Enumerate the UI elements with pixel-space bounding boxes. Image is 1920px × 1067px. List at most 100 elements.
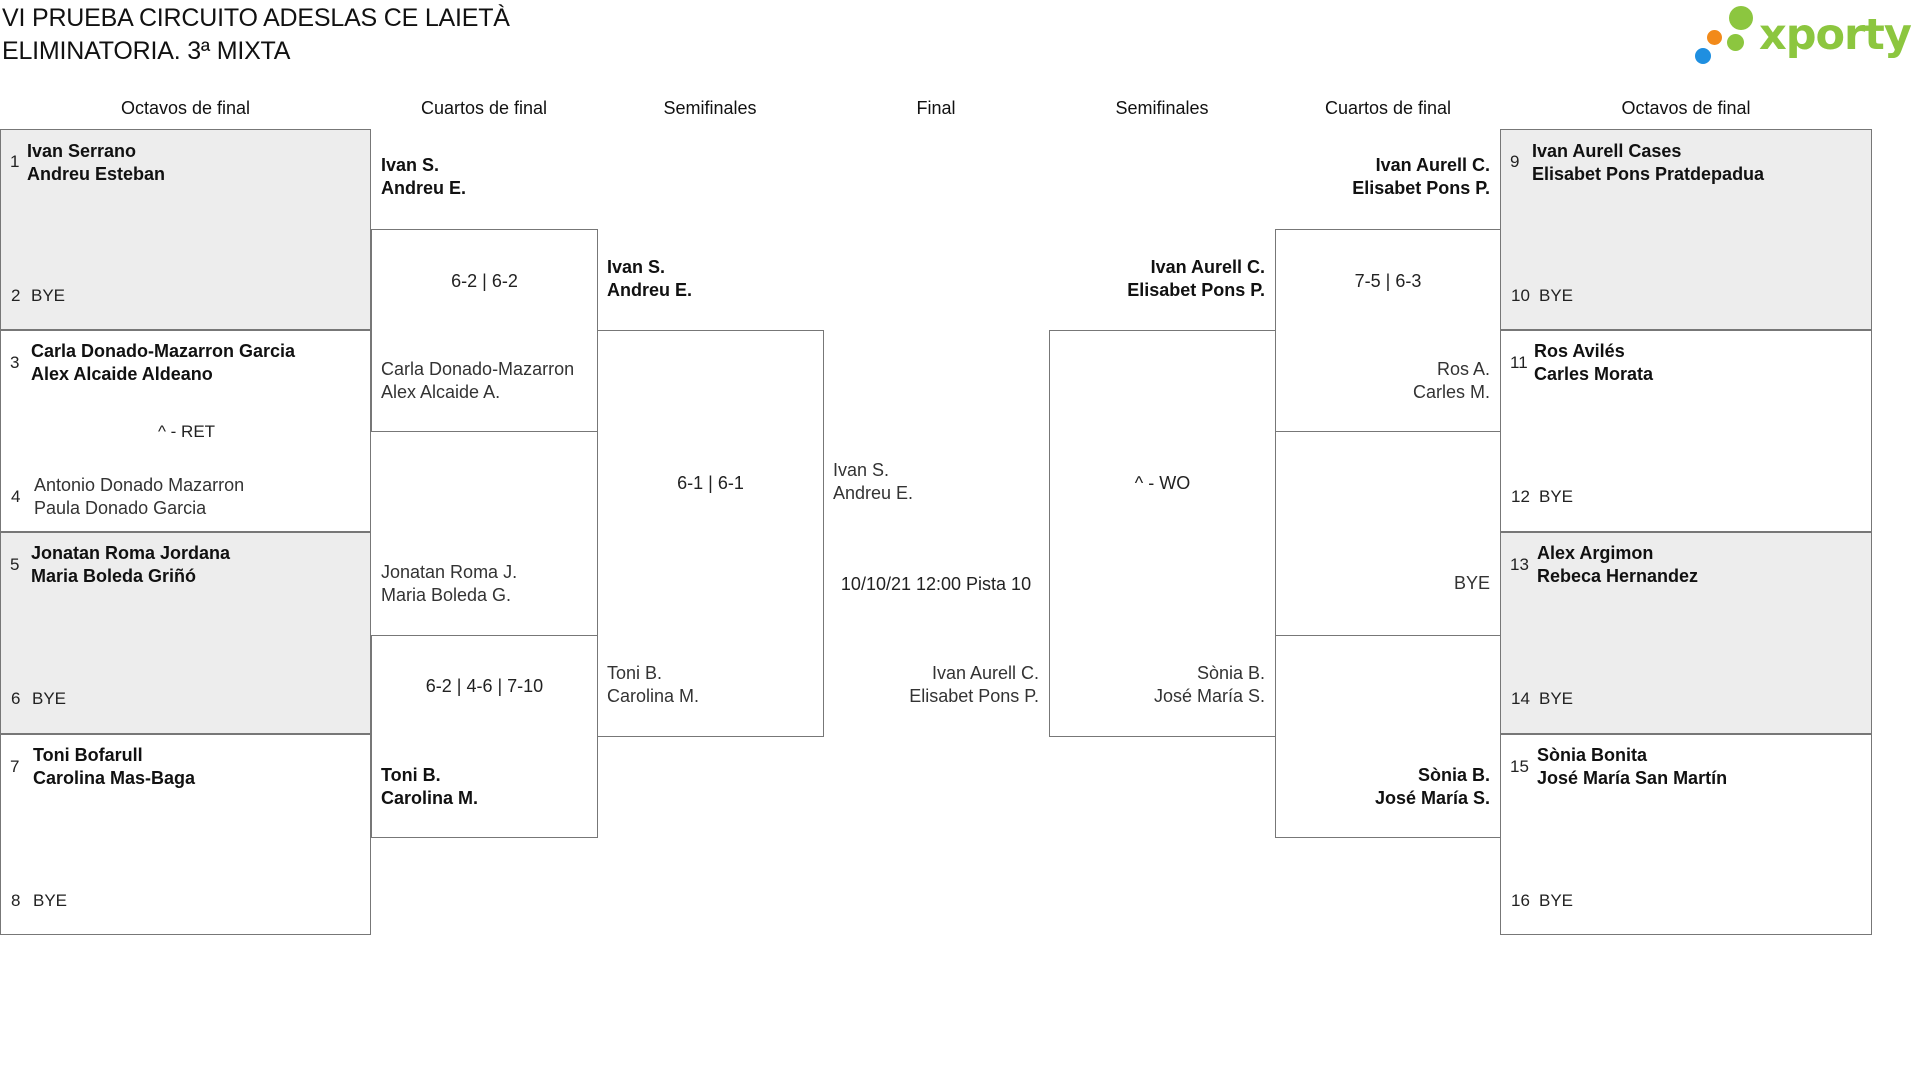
right-sf-team-b-player1: Sònia B. — [1196, 663, 1265, 683]
player-name: Carolina Mas-Baga — [33, 768, 196, 788]
match-score: 6-1 | 6-1 — [677, 473, 744, 493]
player-name: Alex Alcaide Aldeano — [31, 364, 213, 384]
match-score: 7-5 | 6-3 — [1354, 271, 1422, 291]
left-qf2-team-b-player2: Carolina M. — [381, 788, 479, 808]
logo-green-dot-icon — [1729, 6, 1753, 30]
bye-label: BYE — [1539, 286, 1574, 305]
right-qf2-team-b-player2: José María S. — [1374, 788, 1490, 808]
match-result-note: ^ - WO — [1134, 473, 1191, 493]
header-right-quarterfinals: Cuartos de final — [1324, 98, 1452, 118]
match-card-left-r16-2[interactable]: 3 Carla Donado-Mazarron Garcia Alex Alca… — [0, 330, 371, 532]
match-card-right-r16-3[interactable]: 13 Alex Argimon Rebeca Hernandez 14 BYE — [1500, 532, 1872, 734]
match-card-left-r16-4[interactable]: 7 Toni Bofarull Carolina Mas-Baga 8 BYE — [0, 734, 371, 935]
player-name: Ivan Aurell Cases — [1532, 141, 1682, 161]
player-name: José María San Martín — [1537, 768, 1728, 788]
player-name: Toni Bofarull — [33, 745, 143, 765]
player-name: Elisabet Pons Pratdepadua — [1532, 164, 1765, 184]
player-name: Ivan Serrano — [27, 141, 137, 161]
seed-number: 11 — [1510, 353, 1528, 372]
seed-number: 10 — [1511, 286, 1530, 305]
left-qf2-team-b-player1: Toni B. — [381, 765, 441, 785]
bye-label: BYE — [1539, 891, 1574, 910]
player-name: Alex Argimon — [1537, 543, 1654, 563]
final-team-b-player2: Elisabet Pons P. — [909, 686, 1039, 706]
seed-number: 4 — [11, 487, 21, 506]
bye-label: BYE — [33, 891, 68, 910]
player-name: Antonio Donado Mazarron — [34, 475, 245, 495]
right-qf2-team-b-player1: Sònia B. — [1417, 765, 1490, 785]
right-sf-team-a-player2: Elisabet Pons P. — [1127, 280, 1265, 300]
final-team-a-player1: Ivan S. — [833, 460, 890, 480]
player-name: Jonatan Roma Jordana — [31, 543, 231, 563]
logo-orange-dot-icon — [1707, 30, 1722, 45]
left-qf1-team-a-player2: Andreu E. — [381, 178, 467, 198]
player-name: Paula Donado Garcia — [34, 498, 207, 518]
header-left-quarterfinals: Cuartos de final — [420, 98, 548, 118]
left-qf1-team-a-player1: Ivan S. — [381, 155, 440, 175]
match-card-left-r16-1[interactable]: 1 Ivan Serrano Andreu Esteban 2 BYE — [0, 129, 371, 330]
player-name: Andreu Esteban — [27, 164, 166, 184]
right-qf1-team-b-player1: Ros A. — [1436, 359, 1490, 379]
logo-blue-dot-icon — [1695, 48, 1711, 64]
left-sf-team-b-player2: Carolina M. — [607, 686, 700, 706]
seed-number: 2 — [11, 286, 21, 305]
seed-number: 8 — [11, 891, 21, 910]
match-score: 6-2 | 6-2 — [451, 271, 518, 291]
right-qf2-team-a-bye: BYE — [1453, 573, 1490, 593]
seed-number: 12 — [1511, 487, 1530, 506]
match-card-right-sf[interactable]: ^ - WO — [1049, 330, 1276, 737]
final-schedule-info: 10/10/21 12:00 Pista 10 — [840, 574, 1032, 594]
tournament-title-line2: ELIMINATORIA. 3ª MIXTA — [2, 37, 291, 65]
seed-number: 3 — [10, 353, 20, 372]
right-sf-team-a-player1: Ivan Aurell C. — [1150, 257, 1265, 277]
match-card-left-sf[interactable]: 6-1 | 6-1 — [597, 330, 824, 737]
header-right-round-of-16: Octavos de final — [1621, 98, 1751, 118]
player-name: Carles Morata — [1534, 364, 1654, 384]
seed-number: 7 — [10, 757, 20, 776]
seed-number: 1 — [10, 152, 20, 171]
seed-number: 16 — [1511, 891, 1530, 910]
left-qf2-team-a-player1: Jonatan Roma J. — [381, 562, 518, 582]
left-qf2-team-a-player2: Maria Boleda G. — [381, 585, 512, 605]
left-sf-team-a-player2: Andreu E. — [607, 280, 693, 300]
right-qf1-team-a-player2: Elisabet Pons P. — [1352, 178, 1490, 198]
header-left-semifinals: Semifinales — [663, 98, 757, 118]
header-final: Final — [916, 98, 956, 118]
match-result-note: ^ - RET — [157, 422, 216, 441]
match-card-left-r16-3[interactable]: 5 Jonatan Roma Jordana Maria Boleda Griñ… — [0, 532, 371, 734]
right-sf-team-b-player2: José María S. — [1153, 686, 1265, 706]
match-card-right-r16-1[interactable]: 9 Ivan Aurell Cases Elisabet Pons Pratde… — [1500, 129, 1872, 330]
left-qf1-team-b-player2: Alex Alcaide A. — [381, 382, 501, 402]
seed-number: 14 — [1511, 689, 1530, 708]
final-team-a-player2: Andreu E. — [833, 483, 914, 503]
seed-number: 9 — [1510, 152, 1520, 171]
final-team-b-player1: Ivan Aurell C. — [931, 663, 1039, 683]
xporty-logo[interactable]: xporty — [1695, 4, 1919, 68]
left-qf1-team-b-player1: Carla Donado-Mazarron — [381, 359, 575, 379]
header-right-semifinals: Semifinales — [1115, 98, 1209, 118]
player-name: Carla Donado-Mazarron Garcia — [31, 341, 296, 361]
player-name: Ros Avilés — [1534, 341, 1625, 361]
seed-number: 5 — [10, 555, 20, 574]
left-sf-team-a-player1: Ivan S. — [607, 257, 666, 277]
right-qf1-team-a-player1: Ivan Aurell C. — [1375, 155, 1490, 175]
seed-number: 13 — [1510, 555, 1529, 574]
header-left-round-of-16: Octavos de final — [120, 98, 251, 118]
match-card-right-r16-2[interactable]: 11 Ros Avilés Carles Morata 12 BYE — [1500, 330, 1872, 532]
bye-label: BYE — [31, 286, 66, 305]
left-sf-team-b-player1: Toni B. — [607, 663, 663, 683]
player-name: Maria Boleda Griñó — [31, 566, 197, 586]
seed-number: 6 — [11, 689, 21, 708]
final-match[interactable]: Ivan S. Andreu E. 10/10/21 12:00 Pista 1… — [823, 330, 1049, 737]
bye-label: BYE — [32, 689, 67, 708]
player-name: Rebeca Hernandez — [1537, 566, 1699, 586]
logo-wordmark: xporty — [1759, 10, 1912, 60]
player-name: Sònia Bonita — [1537, 745, 1648, 765]
bye-label: BYE — [1539, 487, 1574, 506]
logo-green-dot-small-icon — [1727, 34, 1744, 51]
bye-label: BYE — [1539, 689, 1574, 708]
seed-number: 15 — [1510, 757, 1529, 776]
match-card-right-r16-4[interactable]: 15 Sònia Bonita José María San Martín 16… — [1500, 734, 1872, 935]
tournament-title-line1: VI PRUEBA CIRCUITO ADESLAS CE LAIETÀ — [2, 4, 510, 32]
match-score: 6-2 | 4-6 | 7-10 — [425, 676, 544, 696]
